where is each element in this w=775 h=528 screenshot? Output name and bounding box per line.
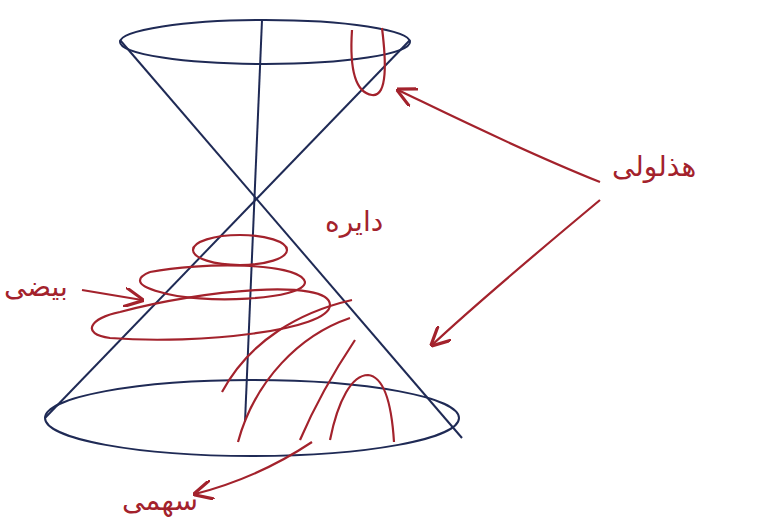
leader-arrow [398,90,600,182]
circle-section [193,235,287,265]
leader-arrow [82,290,142,300]
top-rim [120,20,410,64]
hyperbola-lower [222,300,352,392]
hyperbola-upper [351,28,384,95]
cone-generator [45,40,410,418]
section-label: بیضی [4,270,68,304]
ellipse-small [140,265,305,299]
parabola-section [330,375,394,442]
section-label: هذلولی [612,150,696,184]
section-label: سهمی [122,484,198,518]
section-label: دایره [325,205,383,239]
bottom-rim [45,380,459,456]
leader-arrow [195,442,312,494]
leader-arrow [432,200,600,345]
cone-generator [120,40,462,438]
cone-axis [245,20,262,422]
parabola-section [300,340,355,440]
